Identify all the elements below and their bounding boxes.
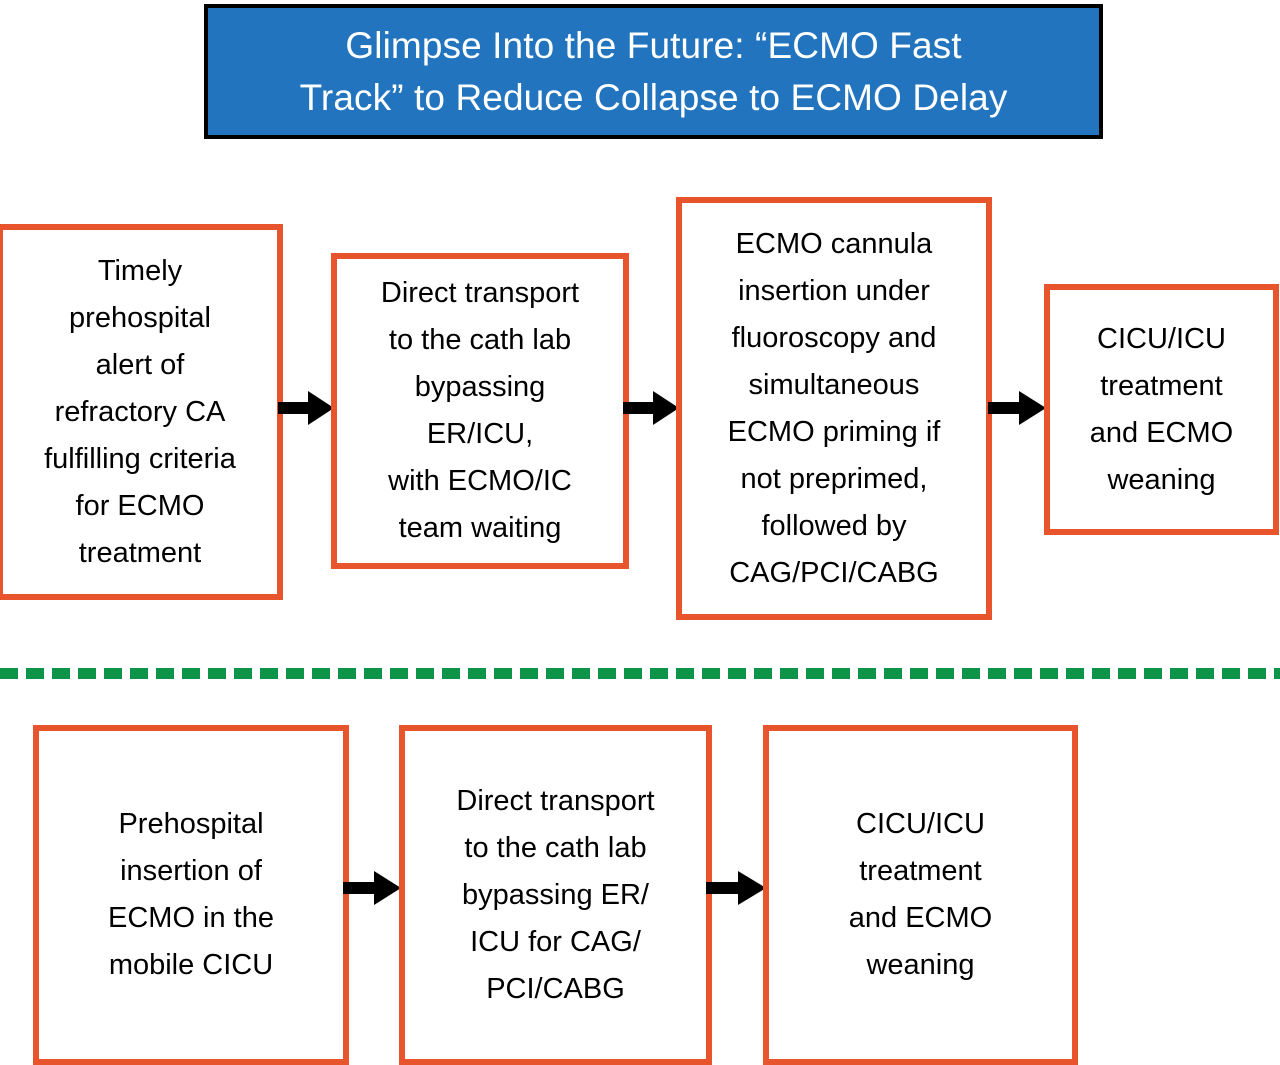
process-box-label: ECMO cannula insertion under fluoroscopy… — [727, 227, 941, 589]
process-box-prehospital-ecmo-insertion[interactable]: Prehospital insertion of ECMO in the mob… — [33, 725, 349, 1065]
right-arrow-icon — [623, 388, 679, 428]
right-arrow-icon — [988, 388, 1046, 428]
process-box-label: Prehospital insertion of ECMO in the mob… — [108, 808, 274, 981]
process-box-label: Timely prehospital alert of refractory C… — [44, 254, 236, 569]
process-box-timely-prehospital-alert[interactable]: Timely prehospital alert of refractory C… — [0, 224, 283, 600]
right-arrow-icon — [278, 388, 334, 428]
process-box-label: CICU/ICU treatment and ECMO weaning — [1089, 322, 1234, 496]
process-box-ecmo-cannula-insertion[interactable]: ECMO cannula insertion under fluoroscopy… — [676, 197, 992, 620]
figure-title-text: Glimpse Into the Future: “ECMO Fast Trac… — [299, 24, 1008, 118]
process-box-direct-transport-cag-pci-cabg[interactable]: Direct transport to the cath lab bypassi… — [399, 725, 712, 1065]
process-box-label: Direct transport to the cath lab bypassi… — [456, 784, 655, 1005]
right-arrow-icon — [706, 868, 766, 908]
green-dashed-separator — [0, 668, 1280, 679]
process-box-cicu-icu-treatment-weaning-2[interactable]: CICU/ICU treatment and ECMO weaning — [763, 725, 1078, 1065]
figure-title-banner: Glimpse Into the Future: “ECMO Fast Trac… — [204, 4, 1103, 139]
process-box-label: CICU/ICU treatment and ECMO weaning — [848, 808, 993, 981]
right-arrow-icon — [343, 868, 401, 908]
process-box-label: Direct transport to the cath lab bypassi… — [380, 277, 580, 544]
process-box-direct-transport-cath-lab[interactable]: Direct transport to the cath lab bypassi… — [331, 253, 629, 569]
process-box-cicu-icu-treatment-weaning[interactable]: CICU/ICU treatment and ECMO weaning — [1044, 284, 1279, 535]
